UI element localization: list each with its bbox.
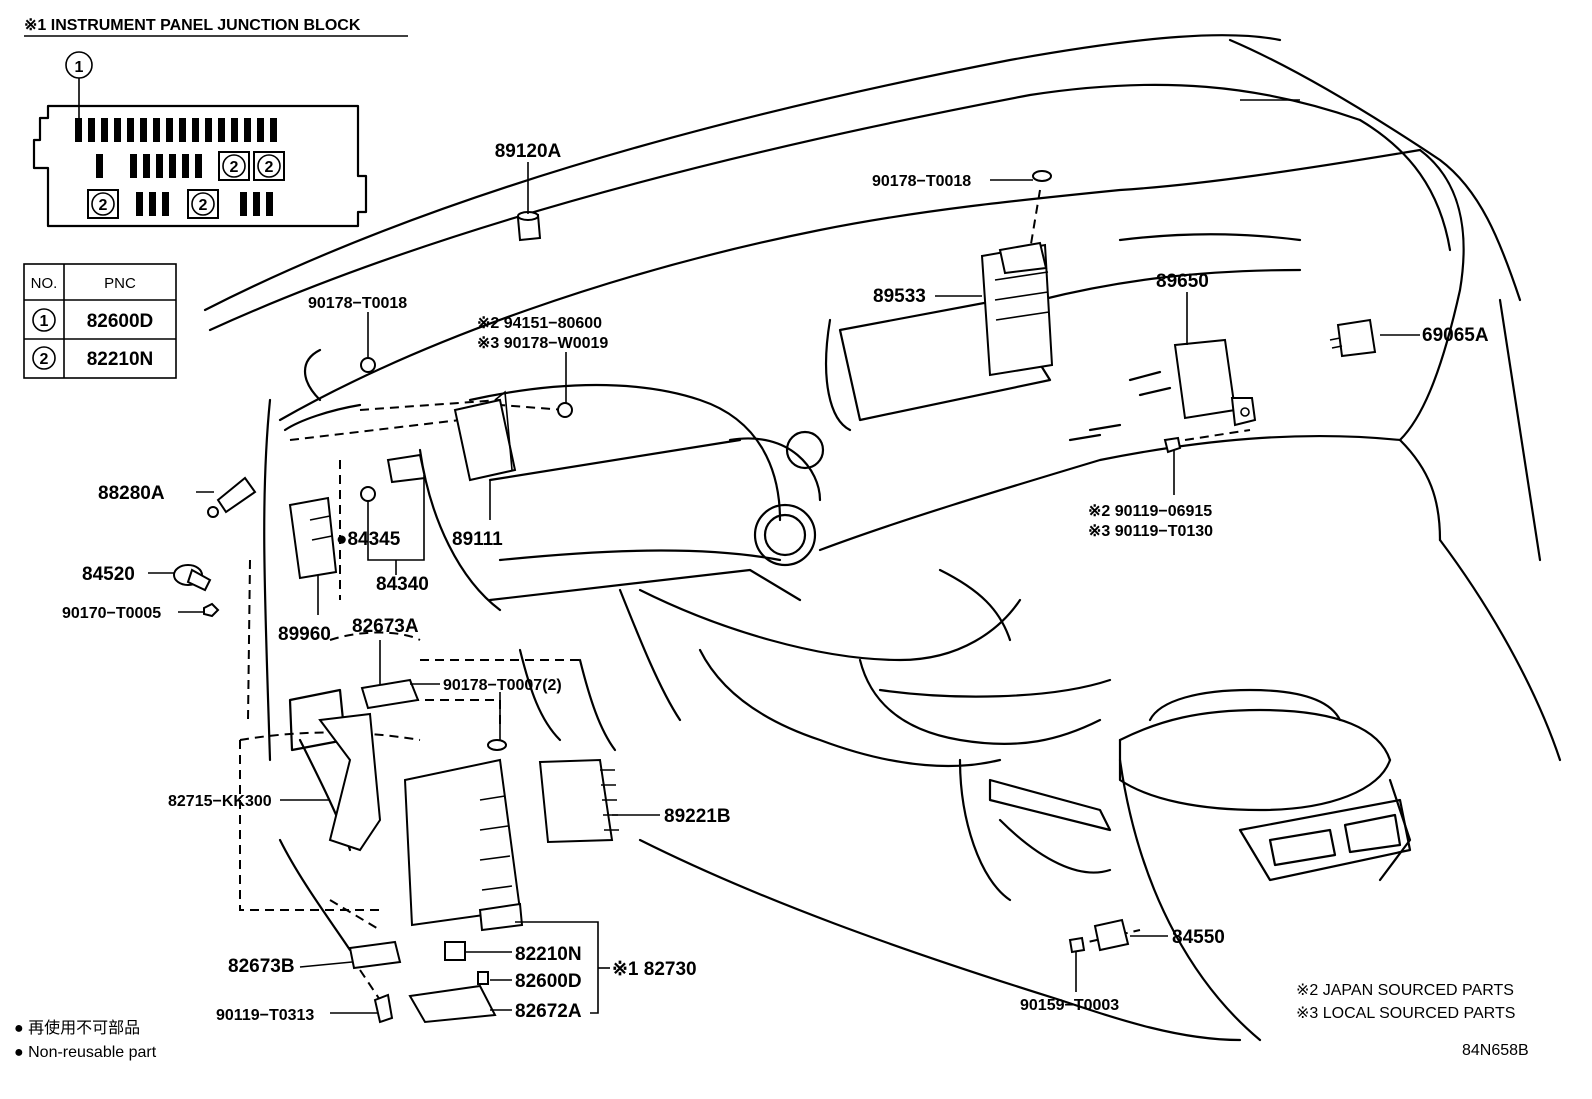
table-header-pnc: PNC: [104, 275, 136, 292]
table-row-pnc: 82210N: [87, 349, 154, 370]
part-89960-sensor[interactable]: [288, 496, 338, 580]
part-89120A-clip[interactable]: [516, 211, 542, 242]
label-88280A: 88280A: [98, 483, 165, 504]
note-nonreusable-en: ● Non-reusable part: [14, 1044, 157, 1061]
part-82715-KK300-bracket[interactable]: [318, 712, 382, 852]
label-82672A: 82672A: [515, 1001, 582, 1022]
label-82600D: 82600D: [515, 971, 582, 992]
label-84550: 84550: [1172, 927, 1225, 948]
part-82600D-fuse[interactable]: [477, 971, 489, 985]
part-82673A-cover[interactable]: [360, 678, 420, 710]
label-90178-W0019: ※3 90178−W0019: [477, 335, 608, 352]
svg-text:2: 2: [230, 159, 239, 176]
label-90119-T0130: ※3 90119−T0130: [1088, 523, 1213, 540]
junction-block-outline: [32, 104, 368, 228]
label-84520: 84520: [82, 564, 135, 585]
dashboard-outline: [203, 34, 1562, 1042]
footnotes: ※2 JAPAN SOURCED PARTS ※3 LOCAL SOURCED …: [14, 982, 1529, 1061]
label-82210N: 82210N: [515, 944, 582, 965]
relay-slot-c: 2: [87, 189, 119, 219]
junction-block-inset: ※1 INSTRUMENT PANEL JUNCTION BLOCK: [24, 17, 408, 228]
note-japan-sourced: ※2 JAPAN SOURCED PARTS: [1296, 982, 1514, 999]
table-header-no: NO.: [31, 275, 58, 292]
part-89221B-ecu[interactable]: [538, 758, 619, 844]
part-69065A-switch[interactable]: [1329, 318, 1377, 358]
label-82673A: 82673A: [352, 616, 419, 637]
label-89111: 89111: [452, 529, 503, 550]
callout-1: 1: [65, 51, 93, 118]
table-row-pnc: 82600D: [87, 311, 154, 332]
fuse-row-2: [96, 154, 202, 178]
part-89111-bracket[interactable]: [360, 357, 573, 482]
legend-table: NO. PNC 1 82600D 2 82210N: [23, 263, 177, 379]
part-89533-module[interactable]: [980, 170, 1054, 377]
label-82715-KK300: 82715−KK300: [168, 793, 272, 810]
diagram-id: 84N658B: [1462, 1042, 1529, 1059]
label-84345: ●84345: [336, 529, 401, 550]
fuse-row-3: [136, 192, 273, 216]
part-junction-block-82730[interactable]: [403, 758, 524, 932]
label-90178-T0018-left: 90178−T0018: [308, 295, 407, 312]
label-90159-T0003: 90159−T0003: [1020, 997, 1119, 1014]
label-94151-80600: ※2 94151−80600: [477, 315, 602, 332]
fuse-row-1: [75, 118, 277, 142]
label-84340: 84340: [376, 574, 429, 595]
svg-text:2: 2: [199, 197, 208, 214]
note-nonreusable-jp: ● 再使用不可部品: [14, 1019, 140, 1037]
leader-lines: [148, 162, 1420, 1014]
note-local-sourced: ※3 LOCAL SOURCED PARTS: [1296, 1005, 1515, 1022]
label-89120A: 89120A: [495, 141, 562, 162]
table-row-no: 2: [40, 351, 49, 368]
part-89650-module[interactable]: [1163, 338, 1257, 454]
part-82673B-cover[interactable]: [348, 940, 402, 970]
part-84520-switch[interactable]: [173, 564, 212, 592]
table-row-no: 1: [40, 313, 49, 330]
label-90119-06915: ※2 90119−06915: [1088, 503, 1212, 520]
label-69065A: 69065A: [1422, 325, 1489, 346]
relay-slot-a: 2: [218, 151, 250, 181]
part-90170-T0005-nut[interactable]: [203, 602, 220, 618]
part-90178-T0007-clip[interactable]: [487, 739, 507, 751]
label-90178-T0018-top: 90178−T0018: [872, 173, 971, 190]
label-82730: ※1 82730: [612, 959, 697, 980]
relay-slot-b: 2: [253, 151, 285, 181]
label-89221B: 89221B: [664, 806, 731, 827]
junction-block-title: ※1 INSTRUMENT PANEL JUNCTION BLOCK: [24, 17, 361, 34]
label-89533: 89533: [873, 286, 926, 307]
svg-text:1: 1: [75, 59, 84, 76]
part-84340-switch[interactable]: [360, 453, 427, 502]
label-90119-T0313: 90119−T0313: [216, 1007, 314, 1024]
label-82673B: 82673B: [228, 956, 295, 977]
label-90178-T0007: 90178−T0007(2): [443, 677, 562, 694]
label-89650: 89650: [1156, 271, 1209, 292]
label-89960: 89960: [278, 624, 331, 645]
svg-text:2: 2: [265, 159, 274, 176]
part-84550-switch[interactable]: [1068, 918, 1130, 954]
part-88280A-sensor[interactable]: [207, 476, 257, 518]
svg-text:2: 2: [99, 197, 108, 214]
part-labels: 89120A 90178−T0018 90178−T0018 ※2 94151−…: [62, 141, 1489, 1024]
relay-slot-d: 2: [187, 189, 219, 219]
part-82672A-cover[interactable]: [408, 984, 497, 1024]
label-90170-T0005: 90170−T0005: [62, 605, 161, 622]
part-82210N-relay[interactable]: [444, 941, 466, 961]
part-90119-T0313-screw[interactable]: [373, 993, 394, 1024]
